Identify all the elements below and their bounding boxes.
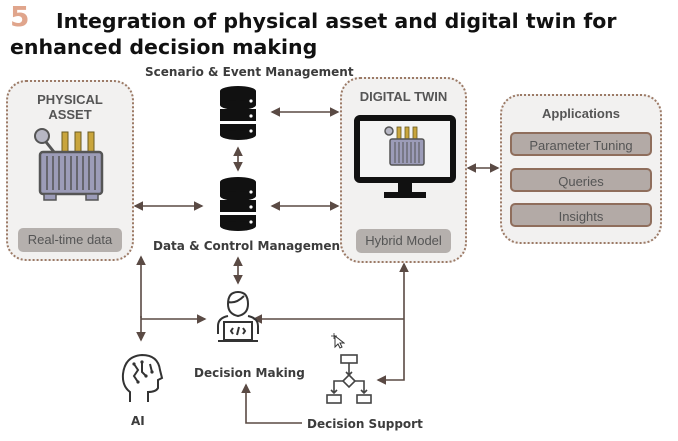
data-control-database-icon [219,177,257,231]
physical-asset-title-line1: PHYSICAL [37,92,103,107]
scenario-database-icon [219,86,257,140]
physical-asset-title-line2: ASSET [48,107,92,122]
data-control-management-label: Data & Control Management [153,239,346,253]
scenario-event-management-label: Scenario & Event Management [145,65,354,79]
brain-circuit-icon [121,353,164,402]
hybrid-model-chip: Hybrid Model [356,229,451,253]
digital-twin-panel: DIGITAL TWIN Hybrid Model [340,77,467,263]
monitor-transformer-icon [354,115,456,198]
physical-asset-panel: PHYSICAL ASSET Real-time data [6,80,134,261]
flowchart-icon [326,354,372,404]
figure-title-line1: Integration of physical asset and digita… [56,9,617,33]
arrow-support-to-decision [241,383,302,424]
decision-support-label: Decision Support [307,417,423,431]
applications-title: Applications [541,106,620,121]
app-item-parameter-tuning: Parameter Tuning [510,132,652,156]
figure-number: 5 [10,0,30,33]
digital-twin-title: DIGITAL TWIN [359,89,448,104]
real-time-data-chip: Real-time data [18,228,122,252]
mouse-cursor-icon [331,333,345,349]
app-item-queries: Queries [510,168,652,192]
decision-making-label: Decision Making [194,366,305,380]
transformer-icon [34,128,104,201]
line-digitaltwin-down [376,262,409,385]
ai-label: AI [131,414,145,428]
applications-panel: Applications Parameter Tuning Queries In… [500,94,662,244]
app-item-insights: Insights [510,203,652,227]
figure-title-line2: enhanced decision making [10,35,318,59]
developer-laptop-icon [217,290,259,342]
